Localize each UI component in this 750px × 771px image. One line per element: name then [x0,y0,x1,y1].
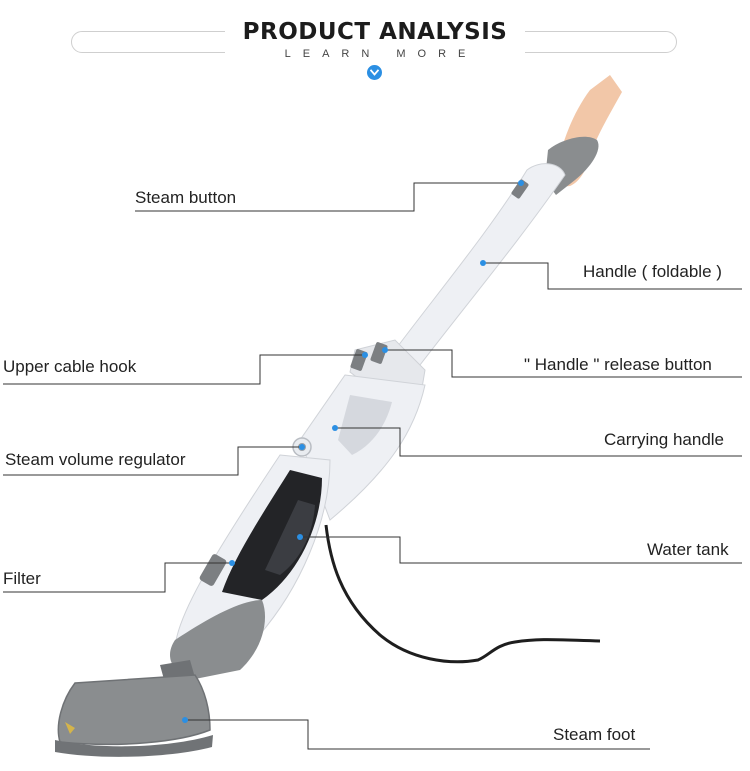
label-steam-foot: Steam foot [553,725,636,744]
label-steam-button: Steam button [135,188,237,207]
water-tank-dot [297,534,303,540]
label-filter: Filter [3,569,41,588]
label-handle-foldable: Handle ( foldable ) [583,262,722,281]
label-carrying-handle: Carrying handle [604,430,725,449]
regulator-dot [299,444,305,450]
filter-dot [229,560,235,566]
label-handle-release-button: " Handle " release button [524,355,712,374]
steam-button-dot [518,180,524,186]
release-button-dot [382,347,388,353]
label-steam-volume-regulator: Steam volume regulator [5,450,186,469]
label-upper-cable-hook: Upper cable hook [3,357,137,376]
learn-more-subtitle[interactable]: LEARN MORE [284,48,478,60]
section-title: PRODUCT ANALYSIS [242,19,508,45]
steam-foot-dot [182,717,188,723]
label-water-tank: Water tank [647,540,729,559]
handle-dot [480,260,486,266]
carrying-handle-dot [332,425,338,431]
chevron-down-icon[interactable] [367,65,382,80]
cable-hook-dot [362,352,368,358]
